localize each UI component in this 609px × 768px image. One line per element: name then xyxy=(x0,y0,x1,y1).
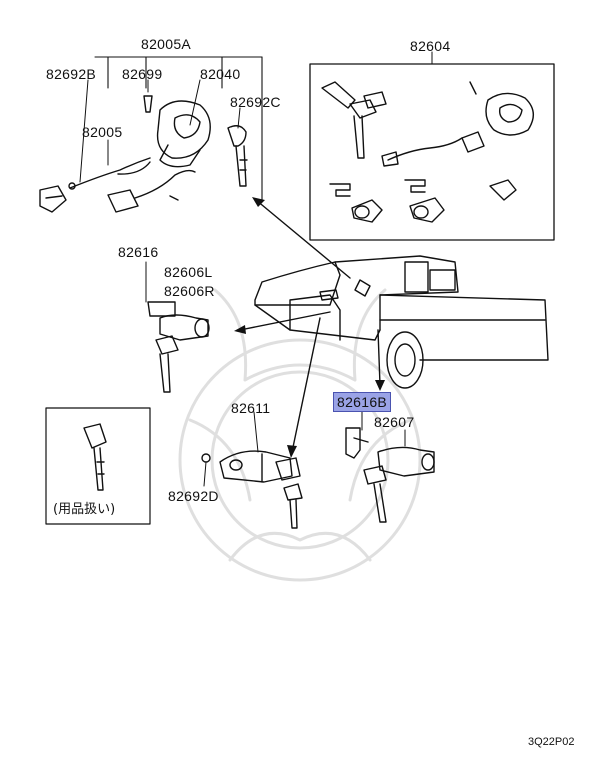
door-lock-cylinder-left xyxy=(145,261,210,393)
callout-82005a xyxy=(94,56,263,201)
inset-key-box xyxy=(45,407,151,525)
callout-arrows xyxy=(239,199,381,453)
page-code: 3Q22P02 xyxy=(528,736,575,748)
label-82611: 82611 xyxy=(231,400,271,416)
label-82616b-highlighted[interactable]: 82616B xyxy=(333,392,392,412)
lock-cylinder-82607 xyxy=(345,411,435,523)
ignition-switch-assembly xyxy=(39,95,248,213)
label-82692c: 82692C xyxy=(230,94,281,110)
label-82616: 82616 xyxy=(118,244,159,260)
label-82604: 82604 xyxy=(410,38,451,54)
kit-82604 xyxy=(309,51,555,241)
watermark-emblem xyxy=(178,288,422,582)
label-82005a: 82005A xyxy=(141,36,192,52)
label-82607: 82607 xyxy=(374,414,415,430)
inset-note: (用品扱い) xyxy=(53,502,116,517)
label-82606l: 82606L xyxy=(164,264,213,280)
label-82606r: 82606R xyxy=(164,283,215,299)
label-82692d: 82692D xyxy=(168,488,219,504)
arrow-heads xyxy=(234,197,385,458)
label-82005: 82005 xyxy=(82,124,123,140)
lock-cylinder-82611 xyxy=(201,411,303,529)
label-82040: 82040 xyxy=(200,66,241,82)
truck-outline xyxy=(254,255,549,389)
label-82699: 82699 xyxy=(122,66,163,82)
label-82692b: 82692B xyxy=(46,66,97,82)
